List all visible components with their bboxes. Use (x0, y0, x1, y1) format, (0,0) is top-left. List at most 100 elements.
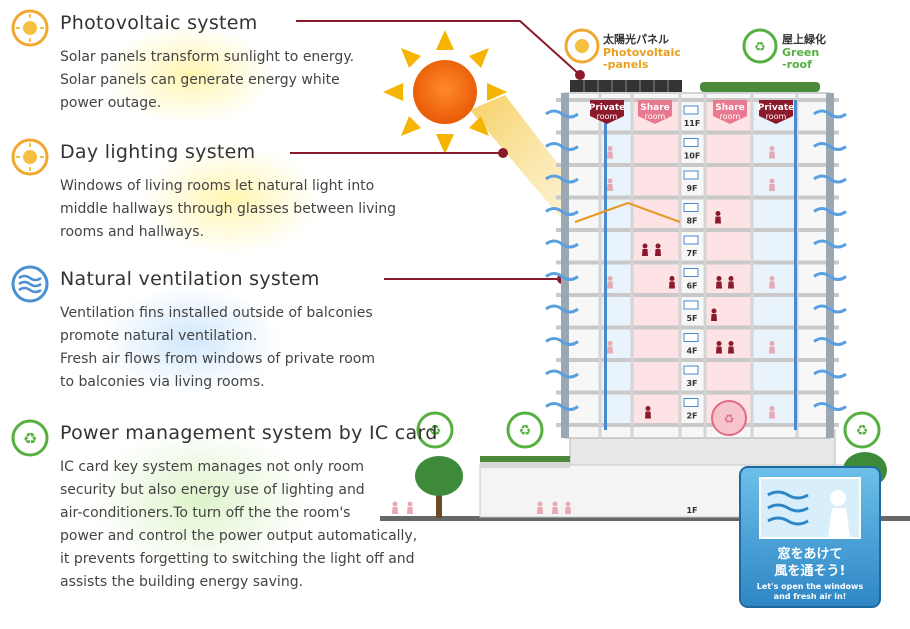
room-tint (705, 230, 752, 263)
sun-icon (11, 9, 49, 47)
sun-icon (11, 138, 49, 176)
floor-label: 11F (684, 119, 701, 128)
column (598, 93, 602, 438)
floor-label: 3F (686, 379, 697, 388)
body-line: IC card key system manages not only room (60, 459, 365, 475)
vent-fin (545, 174, 579, 184)
room-tint (632, 295, 680, 328)
person-figure (552, 501, 558, 514)
co2-leaf-icon: ♻ (506, 411, 544, 449)
vent-fin (813, 142, 847, 151)
window-strip (604, 100, 607, 430)
yellow-glow (105, 25, 275, 125)
person-figure (769, 341, 775, 354)
floor-label: 1F (686, 506, 697, 515)
section-body: IC card key system manages not only room… (60, 456, 417, 594)
body-line: Solar panels can generate energy white (60, 72, 340, 88)
ic-card-icon (683, 203, 699, 212)
body-line: to balconies via living rooms. (60, 374, 265, 390)
room-tints (600, 100, 797, 425)
person-figure (769, 276, 775, 289)
solar-panel-label-en: Photovoltaic (603, 46, 681, 59)
ground-line (380, 516, 910, 521)
people-figures (392, 146, 775, 514)
body-line: power outage. (60, 95, 162, 111)
vent-fin (813, 207, 847, 216)
room-tint (632, 327, 680, 360)
vent-fin (813, 109, 847, 119)
floor-slab (556, 130, 839, 135)
floor-label: 5F (686, 314, 697, 323)
body-line: rooms and hallways. (60, 224, 205, 240)
floor-label: 6F (686, 282, 697, 291)
ic-card-icon (683, 398, 699, 407)
low-roof (480, 460, 570, 468)
ic-card-icon (683, 300, 699, 310)
floor-label: 10F (684, 152, 701, 161)
room-tint (705, 360, 752, 393)
svg-text:♻: ♻ (724, 412, 735, 426)
section-title: Day lighting system (60, 141, 256, 163)
wind-icon (11, 265, 49, 303)
vent-fin (813, 337, 847, 346)
vent-fin (545, 304, 579, 314)
person-figure (392, 501, 398, 514)
vent-fin (545, 109, 579, 119)
body-line: power and control the power output autom… (60, 528, 418, 544)
solar-panel-label-jp: 太陽光パネル (602, 32, 669, 46)
person-figure (716, 341, 722, 354)
section-body: Ventilation fins installed outside of ba… (60, 302, 375, 394)
floor-label: 2F (686, 412, 697, 421)
room-tint (705, 165, 752, 198)
person-figure (711, 308, 717, 321)
vent-fin (545, 337, 579, 346)
vent-fin (813, 402, 847, 411)
room-tint (752, 132, 797, 165)
co2-leaf-icon: ♻ (11, 419, 49, 457)
person-icon (830, 490, 846, 506)
person-figure (669, 276, 675, 289)
wind-icon (767, 490, 809, 526)
person-figure (716, 276, 722, 289)
vent-fin (545, 402, 579, 411)
person-figure (769, 406, 775, 419)
vent-fin (813, 174, 847, 184)
ic-card-icon (683, 365, 699, 375)
room-tint (752, 295, 797, 328)
co2-badge-2f: ♻ (711, 400, 747, 436)
room-tint (705, 132, 752, 165)
ventilation-fins (545, 109, 847, 411)
sign-line-3: Let's open the windows (757, 582, 864, 591)
ic-card-icon (683, 268, 699, 277)
column (561, 93, 569, 438)
room-tint (705, 327, 752, 360)
vent-fin (813, 239, 847, 249)
body-line: air-conditioners.To turn off the the roo… (60, 505, 351, 521)
green-roof-label-jp: 屋上緑化 (782, 32, 826, 46)
floor-slab (556, 260, 839, 265)
sun-icon (564, 28, 600, 64)
vent-fin (545, 272, 579, 281)
sign-line-4: and fresh air in! (774, 592, 847, 601)
person-figure (715, 211, 721, 224)
floor-label: 4F (686, 347, 697, 356)
co2-leaf-icon: ♻ (843, 411, 881, 449)
low-roof-green (480, 456, 570, 462)
floor-slab (556, 423, 839, 427)
svg-text:♻: ♻ (754, 40, 766, 55)
co2-leaf-icon: ♻ (416, 411, 454, 449)
green-roof (700, 82, 820, 92)
tree-left (415, 456, 463, 518)
body-line: Fresh air flows from windows of private … (60, 351, 375, 367)
window-strip (794, 100, 797, 430)
person-figure (728, 276, 734, 289)
vent-fin (545, 142, 579, 151)
floor-slabs (556, 98, 839, 427)
person-figure (655, 243, 661, 256)
person-figure (607, 178, 613, 191)
svg-text:♻: ♻ (856, 423, 869, 439)
room-tint (752, 230, 797, 263)
